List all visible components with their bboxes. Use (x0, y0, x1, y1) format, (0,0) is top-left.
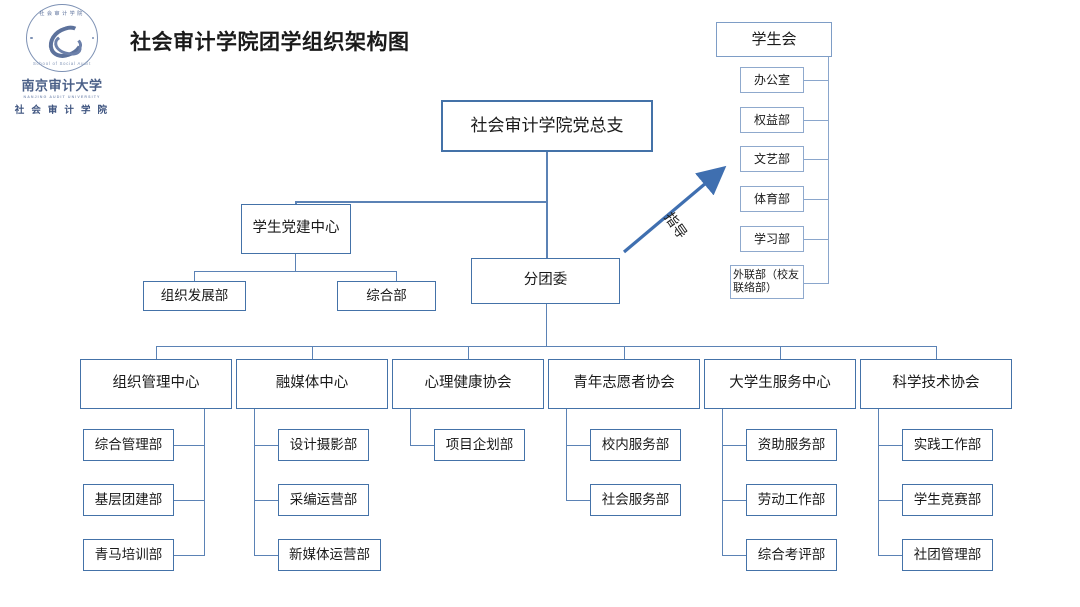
node-su-office[interactable]: 办公室 (740, 67, 804, 93)
connector-col1-spine (204, 409, 206, 556)
connector-col6-branch-2 (878, 500, 903, 502)
seal-swirl-icon (40, 22, 88, 62)
connector-su-branch-6 (802, 283, 829, 285)
connector-center-drop-3 (468, 346, 470, 360)
node-su-study-dept[interactable]: 学习部 (740, 226, 804, 252)
connector-center-drop-4 (624, 346, 626, 360)
connector-col5-branch-1 (722, 445, 747, 447)
node-media-center[interactable]: 融媒体中心 (236, 359, 388, 409)
node-project-planning-dept[interactable]: 项目企划部 (434, 429, 525, 461)
connector-party-center-bus (194, 271, 397, 273)
connector-party-child-1 (194, 271, 196, 282)
connector-center-drop-6 (936, 346, 938, 360)
node-university-student-service-center[interactable]: 大学生服务中心 (704, 359, 856, 409)
connector-col6-spine (878, 409, 880, 556)
node-root-party-branch[interactable]: 社会审计学院党总支 (441, 100, 653, 152)
connector-student-union-spine (828, 57, 830, 284)
node-youth-league-branch[interactable]: 分团委 (471, 258, 620, 304)
connector-col6-branch-3 (878, 555, 903, 557)
seal-dot-right-icon (91, 36, 94, 40)
logo-university-name-cn: 南京审计大学 (21, 78, 103, 93)
connector-col2-spine (254, 409, 256, 556)
connector-col5-branch-2 (722, 500, 747, 502)
guidance-arrow-icon (622, 165, 727, 254)
node-su-rights-dept[interactable]: 权益部 (740, 107, 804, 133)
connector-col4-branch-1 (566, 445, 591, 447)
node-su-external-liaison-dept[interactable]: 外联部（校友联络部） (730, 265, 804, 299)
connector-col4-branch-2 (566, 500, 591, 502)
node-student-party-building-center[interactable]: 学生党建中心 (241, 204, 351, 254)
node-new-media-operations-dept[interactable]: 新媒体运营部 (278, 539, 381, 571)
connector-party-child-2 (396, 271, 398, 282)
connector-col1-branch-2 (173, 500, 205, 502)
connector-col6-branch-1 (878, 445, 903, 447)
seal-emblem-icon: 社会审计学院 School of Social Audit (26, 4, 98, 72)
node-comprehensive-dept[interactable]: 综合部 (337, 281, 436, 311)
seal-arc-top-text: 社会审计学院 (39, 11, 85, 17)
connector-su-branch-3 (802, 159, 829, 161)
node-su-arts-dept[interactable]: 文艺部 (740, 146, 804, 172)
connector-center-drop-5 (780, 346, 782, 360)
connector-col4-spine (566, 409, 568, 501)
connector-col1-branch-3 (173, 555, 205, 557)
node-grassroots-league-building-dept[interactable]: 基层团建部 (83, 484, 174, 516)
node-labor-work-dept[interactable]: 劳动工作部 (746, 484, 837, 516)
node-campus-service-dept[interactable]: 校内服务部 (590, 429, 681, 461)
connector-col2-branch-3 (254, 555, 279, 557)
node-student-competition-dept[interactable]: 学生竞赛部 (902, 484, 993, 516)
connector-to-youth-league (546, 201, 548, 258)
node-organization-management-center[interactable]: 组织管理中心 (80, 359, 232, 409)
connector-col1-branch-1 (173, 445, 205, 447)
connector-col3-branch-1 (410, 445, 435, 447)
node-comprehensive-management-dept[interactable]: 综合管理部 (83, 429, 174, 461)
seal-dot-left-icon (30, 36, 33, 40)
node-editing-operations-dept[interactable]: 采编运营部 (278, 484, 369, 516)
connector-col3-spine (410, 409, 412, 446)
connector-col2-branch-1 (254, 445, 279, 447)
node-student-union[interactable]: 学生会 (716, 22, 832, 57)
logo-university-name-en: NANJING AUDIT UNIVERSITY (23, 95, 101, 99)
node-youth-volunteer-association[interactable]: 青年志愿者协会 (548, 359, 700, 409)
page-title: 社会审计学院团学组织架构图 (130, 31, 410, 54)
connector-root-stem (546, 152, 548, 202)
connector-su-branch-4 (802, 199, 829, 201)
connector-root-bus (295, 201, 547, 203)
node-social-service-dept[interactable]: 社会服务部 (590, 484, 681, 516)
node-practice-work-dept[interactable]: 实践工作部 (902, 429, 993, 461)
connector-su-branch-2 (802, 120, 829, 122)
node-funding-service-dept[interactable]: 资助服务部 (746, 429, 837, 461)
node-science-technology-association[interactable]: 科学技术协会 (860, 359, 1012, 409)
connector-centers-bus (156, 346, 937, 348)
connector-center-drop-2 (312, 346, 314, 360)
node-design-photography-dept[interactable]: 设计摄影部 (278, 429, 369, 461)
connector-youth-league-stem (546, 304, 548, 346)
guidance-relation: 指导 (616, 160, 736, 265)
connector-col5-branch-3 (722, 555, 747, 557)
connector-col2-branch-2 (254, 500, 279, 502)
node-psychological-health-association[interactable]: 心理健康协会 (392, 359, 544, 409)
node-su-sports-dept[interactable]: 体育部 (740, 186, 804, 212)
node-qingma-training-dept[interactable]: 青马培训部 (83, 539, 174, 571)
connector-su-branch-5 (802, 239, 829, 241)
connector-su-branch-1 (802, 80, 829, 82)
seal-arc-bottom-text: School of Social Audit (32, 61, 92, 66)
connector-party-center-stem (295, 254, 297, 272)
node-comprehensive-evaluation-dept[interactable]: 综合考评部 (746, 539, 837, 571)
logo-department-name: 社 会 审 计 学 院 (14, 105, 110, 116)
university-logo: 社会审计学院 School of Social Audit 南京审计大学 NAN… (8, 4, 116, 116)
connector-center-drop-1 (156, 346, 158, 360)
connector-col5-spine (722, 409, 724, 556)
node-organization-development-dept[interactable]: 组织发展部 (143, 281, 246, 311)
node-club-management-dept[interactable]: 社团管理部 (902, 539, 993, 571)
